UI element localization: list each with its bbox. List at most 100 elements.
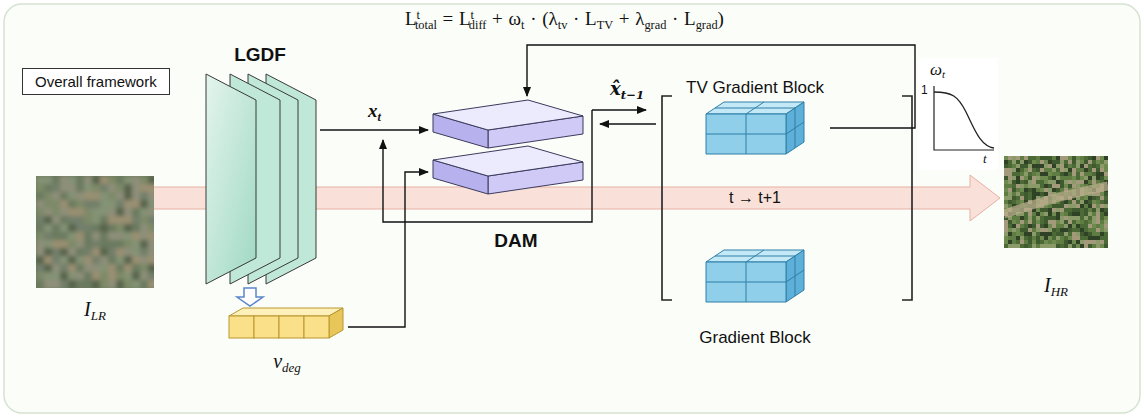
photo-pixel bbox=[148, 200, 154, 209]
connector-arrow bbox=[348, 172, 428, 327]
photo-pixel bbox=[44, 184, 53, 193]
photo-pixel bbox=[148, 208, 154, 217]
photo-pixel bbox=[84, 264, 93, 273]
label-text: · bbox=[530, 8, 536, 29]
lgdf-module: LGDF bbox=[200, 44, 320, 288]
photo-pixel bbox=[60, 272, 69, 281]
photo-pixel bbox=[92, 264, 101, 273]
return-arrow bbox=[600, 123, 656, 124]
photo-pixel bbox=[148, 176, 154, 185]
node-label: vdeg bbox=[273, 350, 301, 373]
photo-pixel bbox=[76, 184, 85, 193]
photo-texture bbox=[36, 176, 154, 288]
label-text: (λ bbox=[542, 8, 558, 29]
photo-pixel bbox=[116, 192, 125, 201]
left-bracket bbox=[662, 96, 672, 300]
photo-pixel bbox=[84, 176, 93, 185]
photo-pixel bbox=[52, 280, 61, 288]
photo-pixel bbox=[108, 176, 117, 185]
node-label: LGDF bbox=[234, 44, 286, 66]
label-text: ω bbox=[509, 8, 522, 29]
degradation-vector-graphic bbox=[227, 306, 347, 340]
photo-pixel bbox=[36, 176, 45, 185]
vector-cell bbox=[304, 316, 329, 338]
photo-pixel bbox=[92, 176, 101, 185]
photo-pixel bbox=[52, 200, 61, 209]
output-image: IHR bbox=[1002, 156, 1110, 300]
photo-pixel bbox=[44, 200, 53, 209]
photo-pixel bbox=[100, 176, 109, 185]
label-text: tv bbox=[558, 18, 568, 32]
label-text: ω bbox=[930, 60, 942, 79]
node-label: DAM bbox=[494, 230, 537, 252]
photo-pixel bbox=[76, 256, 85, 265]
photo-pixel bbox=[60, 216, 69, 225]
vector-cell bbox=[279, 316, 304, 338]
photo-pixel bbox=[100, 280, 109, 288]
node-label-text: Gradient Block bbox=[699, 328, 811, 347]
degradation-vector: vdeg bbox=[226, 306, 348, 378]
photo-pixel bbox=[76, 192, 85, 201]
photo-pixel bbox=[100, 272, 109, 281]
photo-pixel bbox=[140, 280, 149, 288]
photo-pixel bbox=[84, 224, 93, 233]
label-text: L bbox=[585, 8, 597, 29]
photo-pixel bbox=[140, 240, 149, 249]
photo-pixel bbox=[132, 280, 141, 288]
photo-pixel bbox=[92, 184, 101, 193]
photo-pixel bbox=[108, 208, 117, 217]
outer-panel bbox=[4, 4, 1140, 413]
photo-pixel bbox=[44, 256, 53, 265]
photo-pixel bbox=[84, 280, 93, 288]
photo-pixel bbox=[1104, 244, 1108, 248]
photo-pixel bbox=[116, 256, 125, 265]
photo-pixel bbox=[132, 256, 141, 265]
photo-pixel bbox=[44, 208, 53, 217]
photo-pixel bbox=[148, 264, 154, 273]
photo-pixel bbox=[140, 232, 149, 241]
label-text: TV bbox=[597, 18, 613, 32]
photo-pixel bbox=[140, 176, 149, 185]
photo-pixel bbox=[140, 248, 149, 257]
tv-gradient-block: TV Gradient Block bbox=[680, 78, 830, 156]
photo-pixel bbox=[100, 184, 109, 193]
label-text: t−1 bbox=[621, 88, 644, 102]
input-image-graphic bbox=[36, 176, 154, 288]
label-text: + bbox=[492, 8, 503, 29]
node-label-text: LGDF bbox=[234, 44, 286, 65]
photo-pixel bbox=[148, 256, 154, 265]
photo-pixel bbox=[84, 208, 93, 217]
photo-pixel bbox=[36, 232, 45, 241]
tag-text: Overall framework bbox=[35, 73, 157, 90]
photo-pixel bbox=[76, 240, 85, 249]
photo-pixel bbox=[76, 208, 85, 217]
photo-pixel bbox=[132, 240, 141, 249]
photo-pixel bbox=[132, 224, 141, 233]
feature-plate-front bbox=[206, 74, 256, 284]
photo-pixel bbox=[108, 240, 117, 249]
photo-pixel bbox=[140, 208, 149, 217]
photo-pixel bbox=[132, 272, 141, 281]
photo-pixel bbox=[124, 264, 133, 273]
output-image-graphic bbox=[1004, 156, 1108, 248]
photo-pixel bbox=[124, 232, 133, 241]
photo-pixel bbox=[140, 192, 149, 201]
photo-pixel bbox=[44, 248, 53, 257]
photo-pixel bbox=[60, 200, 69, 209]
photo-pixel bbox=[108, 184, 117, 193]
photo-pixel bbox=[68, 256, 77, 265]
photo-pixel bbox=[60, 184, 69, 193]
photo-pixel bbox=[116, 216, 125, 225]
node-label-text: I bbox=[84, 298, 91, 320]
weight-plot-axes bbox=[934, 86, 994, 150]
vector-top-face bbox=[229, 308, 343, 316]
cube-grid-line bbox=[746, 250, 764, 262]
photo-pixel bbox=[36, 248, 45, 257]
photo-pixel bbox=[92, 256, 101, 265]
cube-side-face bbox=[786, 250, 804, 302]
photo-pixel bbox=[60, 208, 69, 217]
photo-pixel bbox=[36, 192, 45, 201]
